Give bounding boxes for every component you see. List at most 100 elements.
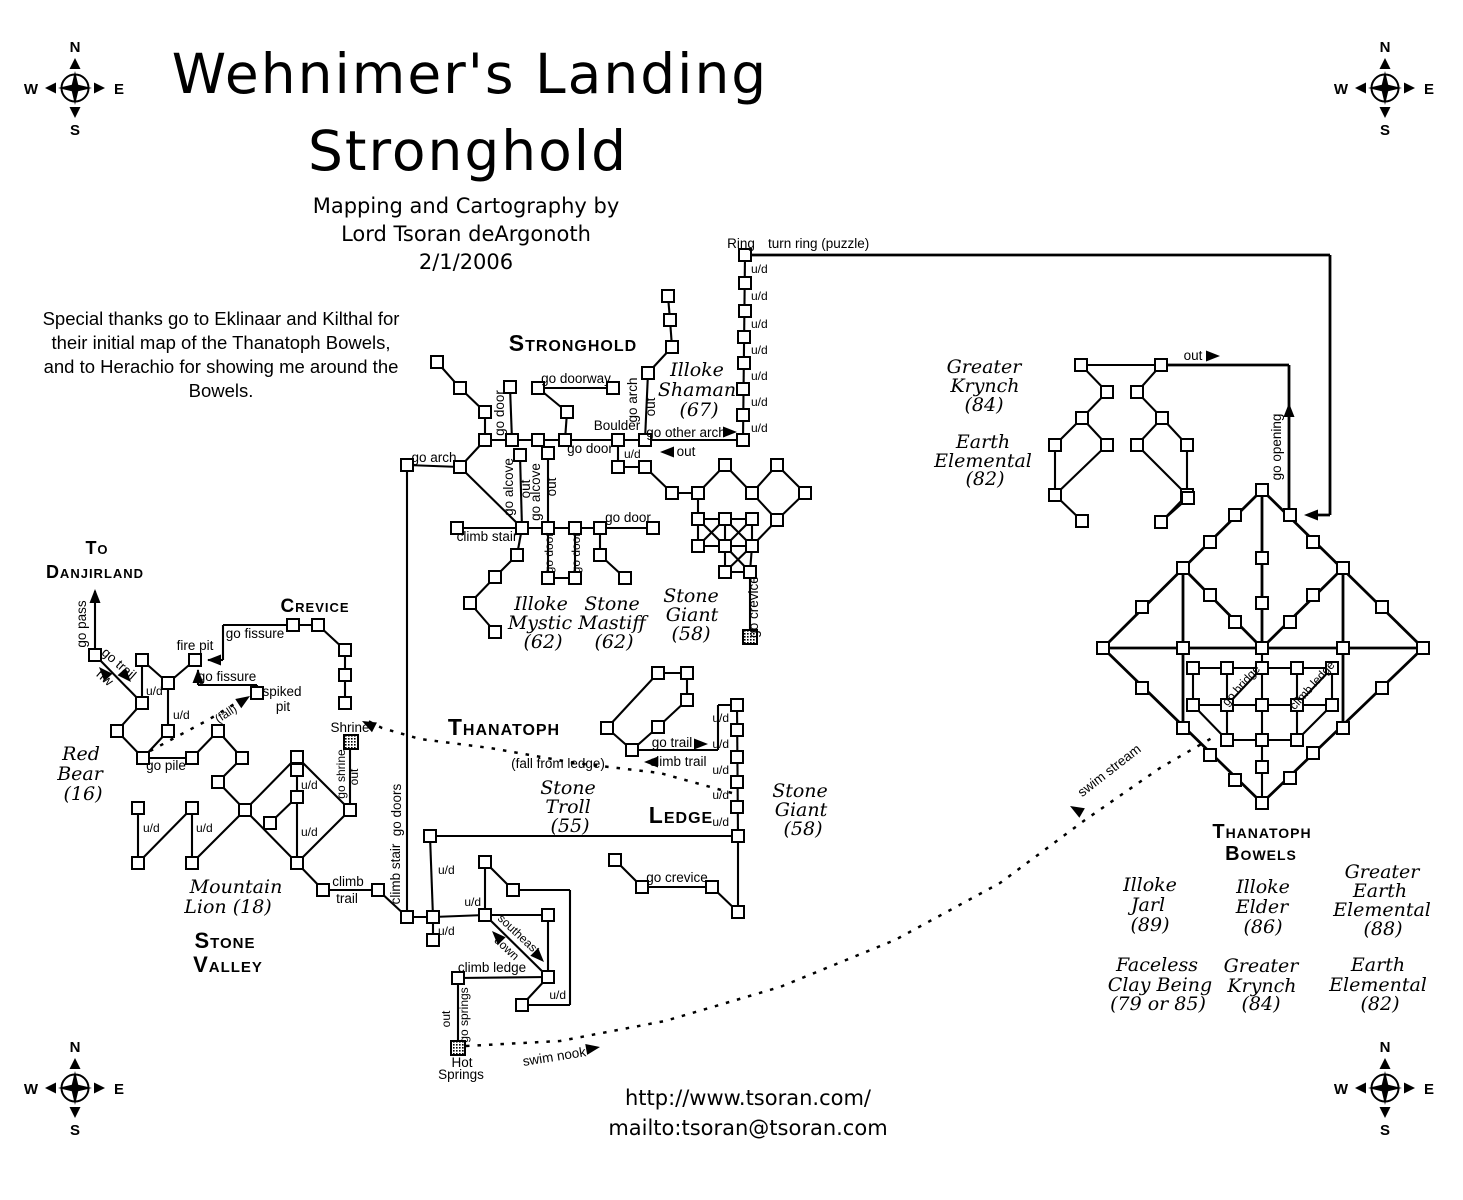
map-label: Krynch: [949, 375, 1019, 397]
compass-west-pointer-icon: [1355, 82, 1366, 94]
map-room-node: [625, 743, 639, 757]
map-label: go doorway: [541, 371, 611, 386]
creature-illoke-mystic: Illoke: [513, 593, 568, 615]
map-label: go door: [542, 533, 556, 574]
map-edge: [484, 914, 549, 978]
map-room-node: [1181, 491, 1195, 505]
map-room-node: [593, 521, 607, 535]
compass-letter-south: S: [1380, 1122, 1390, 1139]
map-room-node: [338, 696, 352, 710]
hot-springs-label: Hot: [451, 1055, 472, 1070]
fall-from-ledge-path: [363, 717, 733, 795]
map-room-node: [451, 971, 465, 985]
map-room-node: [730, 723, 744, 737]
map-label: (16): [63, 783, 102, 805]
map-label: Earth: [1352, 880, 1407, 902]
map-room-node: [738, 276, 752, 290]
map-room-node: [730, 750, 744, 764]
map-label: climb trail: [649, 754, 706, 769]
map-room-node: [510, 548, 524, 562]
map-label: go fissure: [198, 669, 257, 684]
map-edge: [457, 975, 549, 980]
map-edge: [94, 654, 143, 704]
map-label: (62): [523, 631, 562, 653]
map-label: u/d: [301, 778, 318, 792]
map-room-node: [1255, 796, 1269, 810]
map-room-node: [1336, 641, 1350, 655]
map-label: u/d: [143, 821, 160, 835]
compass-east-pointer-icon: [94, 82, 105, 94]
map-room-node: [1203, 748, 1217, 762]
map-label: go opening: [1269, 414, 1284, 481]
hot-springs-node: [450, 1040, 466, 1056]
creature-illoke-jarl: Illoke: [1122, 874, 1177, 896]
map-room-node: [238, 803, 252, 817]
map-room-node: [450, 521, 464, 535]
map-room-node: [1283, 615, 1297, 629]
website-url: http://www.tsoran.com/: [625, 1086, 872, 1110]
fall-to-spiked-pit: [149, 701, 237, 753]
map-room-node: [400, 458, 414, 472]
fall-from-ledge-label: (fall from ledge): [511, 756, 605, 771]
map-label: u/d: [712, 815, 729, 829]
creature-faceless-clay-being: Faceless: [1115, 954, 1198, 976]
map-room-node: [1135, 600, 1149, 614]
map-room-node: [1176, 641, 1190, 655]
map-room-node: [691, 539, 705, 553]
map-room-node: [211, 724, 225, 738]
section-thanatoph: Thanatoph: [448, 714, 560, 740]
map-edge: [1136, 444, 1188, 496]
map-room-node: [426, 910, 440, 924]
map-label: climb: [332, 874, 364, 889]
creature-illoke-shaman: Illoke: [669, 359, 724, 381]
map-room-node: [638, 460, 652, 474]
map-room-node: [705, 880, 719, 894]
map-label: u/d: [464, 895, 481, 909]
map-edge: [137, 807, 193, 864]
creature-stone-mastiff: Stone: [584, 593, 640, 615]
compass-letter-south: S: [70, 1122, 80, 1139]
map-room-nodes-layer: [88, 248, 1430, 1056]
direction-arrow-icon: [1070, 806, 1085, 818]
map-label: go springs: [457, 987, 471, 1042]
map-edge: [296, 809, 351, 864]
map-room-node: [1306, 746, 1320, 760]
swim-path: [465, 733, 1218, 1048]
compass-letter-west: W: [1334, 81, 1349, 98]
compass-letter-north: N: [1380, 1039, 1391, 1056]
compass-letter-north: N: [70, 39, 81, 56]
map-room-node: [1203, 535, 1217, 549]
map-room-node: [488, 570, 502, 584]
map-room-node: [161, 724, 175, 738]
map-room-node: [430, 355, 444, 369]
map-label: out: [347, 768, 361, 785]
map-room-node: [1283, 771, 1297, 785]
map-room-node: [135, 696, 149, 710]
map-label: Lion (18): [183, 896, 271, 918]
map-room-node: [1220, 733, 1234, 747]
map-label: (88): [1363, 918, 1402, 940]
map-room-node: [478, 855, 492, 869]
compass-star-icon: [1368, 71, 1402, 105]
map-room-node: [1130, 385, 1144, 399]
direction-arrow-icon: [644, 756, 658, 768]
map-room-node: [1180, 438, 1194, 452]
map-title-line1: Wehnimer's Landing: [172, 42, 768, 106]
map-edge: [244, 809, 298, 864]
compass-east-pointer-icon: [1404, 1082, 1415, 1094]
map-label: go shrine: [334, 749, 348, 799]
map-room-node: [745, 486, 759, 500]
map-label: u/d: [751, 421, 768, 435]
map-room-node: [541, 521, 555, 535]
map-label: u/d: [751, 289, 768, 303]
compass-letter-north: N: [1380, 39, 1391, 56]
direction-arrow-icon: [492, 931, 506, 945]
map-label: go pass: [74, 600, 89, 648]
map-label: Mastiff: [577, 612, 649, 634]
map-label: out: [439, 1010, 453, 1027]
creature-earth-elemental-2: Earth: [1350, 954, 1405, 976]
map-edge: [1261, 567, 1344, 649]
